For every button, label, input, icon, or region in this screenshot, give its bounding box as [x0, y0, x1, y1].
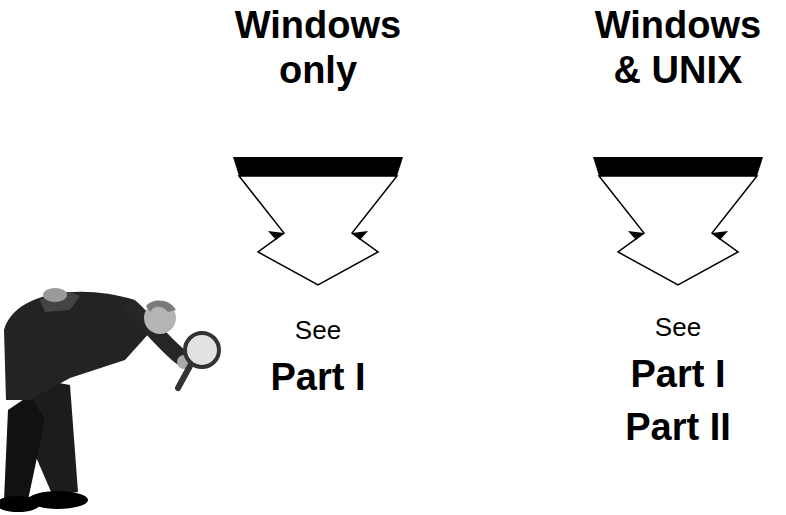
- see-note: See: [238, 315, 398, 345]
- down-arrow: [233, 157, 403, 285]
- part-reference: Part II: [578, 405, 778, 450]
- part-reference: Part I: [218, 355, 418, 400]
- section-heading: Windows only: [218, 3, 418, 93]
- see-note: See: [598, 312, 758, 342]
- detective-clipart: [0, 288, 219, 512]
- section-heading: Windows & UNIX: [578, 3, 778, 93]
- part-reference: Part I: [578, 352, 778, 397]
- down-arrow: [593, 157, 763, 285]
